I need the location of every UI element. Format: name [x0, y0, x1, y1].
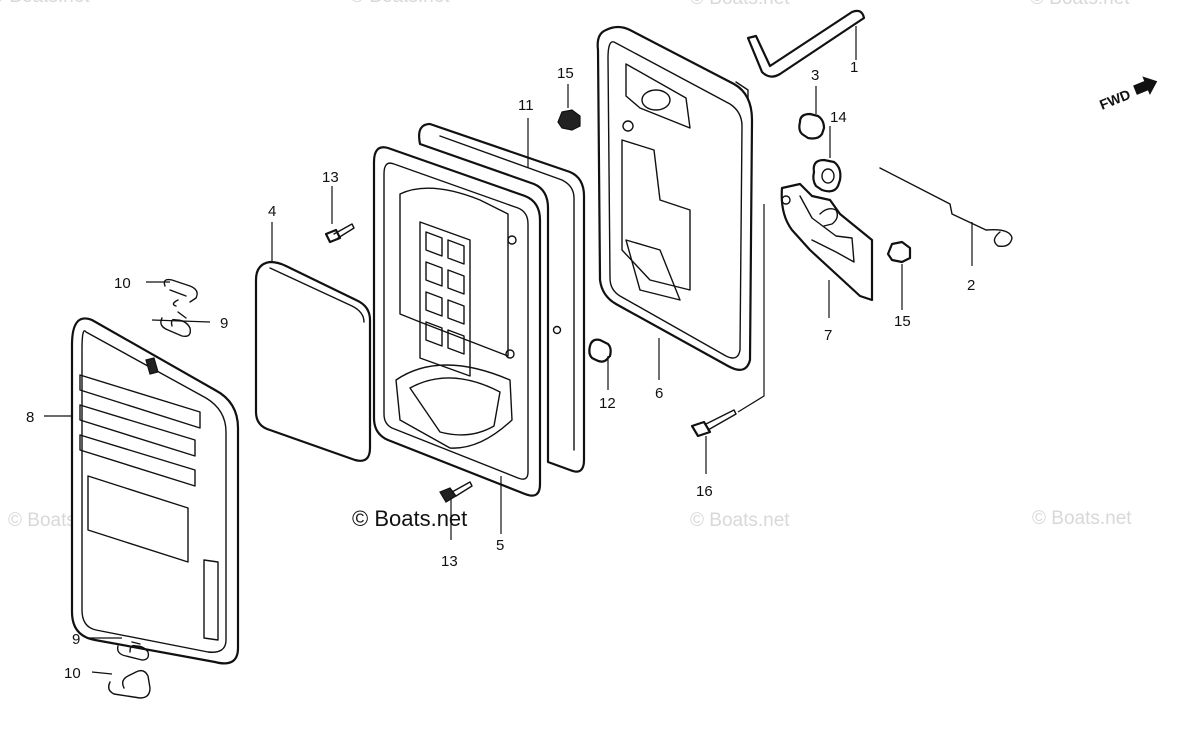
long-bolt: [690, 409, 737, 438]
gasket: [418, 122, 586, 473]
callout-6: 6: [655, 385, 663, 402]
watermark-mid-right: © Boats.net: [690, 510, 790, 531]
callouts: 1 2 3 4 5 6 7 8 9 9 10 10 11 12 13 13 14…: [26, 59, 975, 682]
copyright-label: © Boats.net: [352, 506, 467, 531]
callout-13-lower: 13: [441, 553, 458, 570]
fwd-indicator: FWD: [1097, 76, 1158, 113]
filter-element: [254, 260, 372, 462]
lower-bolt: [439, 481, 473, 503]
callout-4: 4: [268, 203, 276, 220]
callout-14: 14: [830, 109, 847, 126]
watermark-top-center: © Boats.net: [350, 0, 450, 7]
nuts: [557, 109, 912, 264]
breather-tube: [746, 9, 866, 78]
fwd-arrow-icon: [1133, 76, 1158, 95]
callout-5: 5: [496, 537, 504, 554]
watermark-top-left: © Boats.net: [0, 0, 90, 7]
callout-8: 8: [26, 409, 34, 426]
bracket: [780, 182, 874, 302]
watermark-top-far-right: © Boats.net: [1030, 0, 1130, 9]
callout-3: 3: [811, 67, 819, 84]
callout-15-upper: 15: [557, 65, 574, 82]
callout-7: 7: [824, 327, 832, 344]
callout-11: 11: [518, 97, 534, 114]
callout-16: 16: [696, 483, 713, 500]
fwd-label: FWD: [1097, 86, 1133, 113]
callout-12: 12: [599, 395, 616, 412]
callout-2: 2: [967, 277, 975, 294]
grommet: [812, 158, 842, 193]
watermark-mid-far-right: © Boats.net: [1032, 508, 1132, 529]
callout-10-lower: 10: [64, 665, 81, 682]
upper-bolt: [324, 223, 355, 244]
callout-15-lower: 15: [894, 313, 911, 330]
filter-case: [372, 146, 542, 497]
back-plate: [596, 25, 754, 371]
callout-9-upper: 9: [220, 315, 228, 332]
callout-10-upper: 10: [114, 275, 131, 292]
lower-clips: [107, 641, 151, 699]
air-cleaner-cover: [70, 317, 240, 665]
callout-9-lower: 9: [72, 631, 80, 648]
callout-13-upper: 13: [322, 169, 339, 186]
callout-1: 1: [850, 59, 858, 76]
rubber-bushing: [798, 112, 826, 140]
plug: [588, 338, 612, 363]
choke-rod: [879, 167, 1013, 248]
leader-lines: [44, 26, 973, 675]
upper-clips: [160, 278, 198, 338]
watermark-top-right: © Boats.net: [690, 0, 790, 9]
